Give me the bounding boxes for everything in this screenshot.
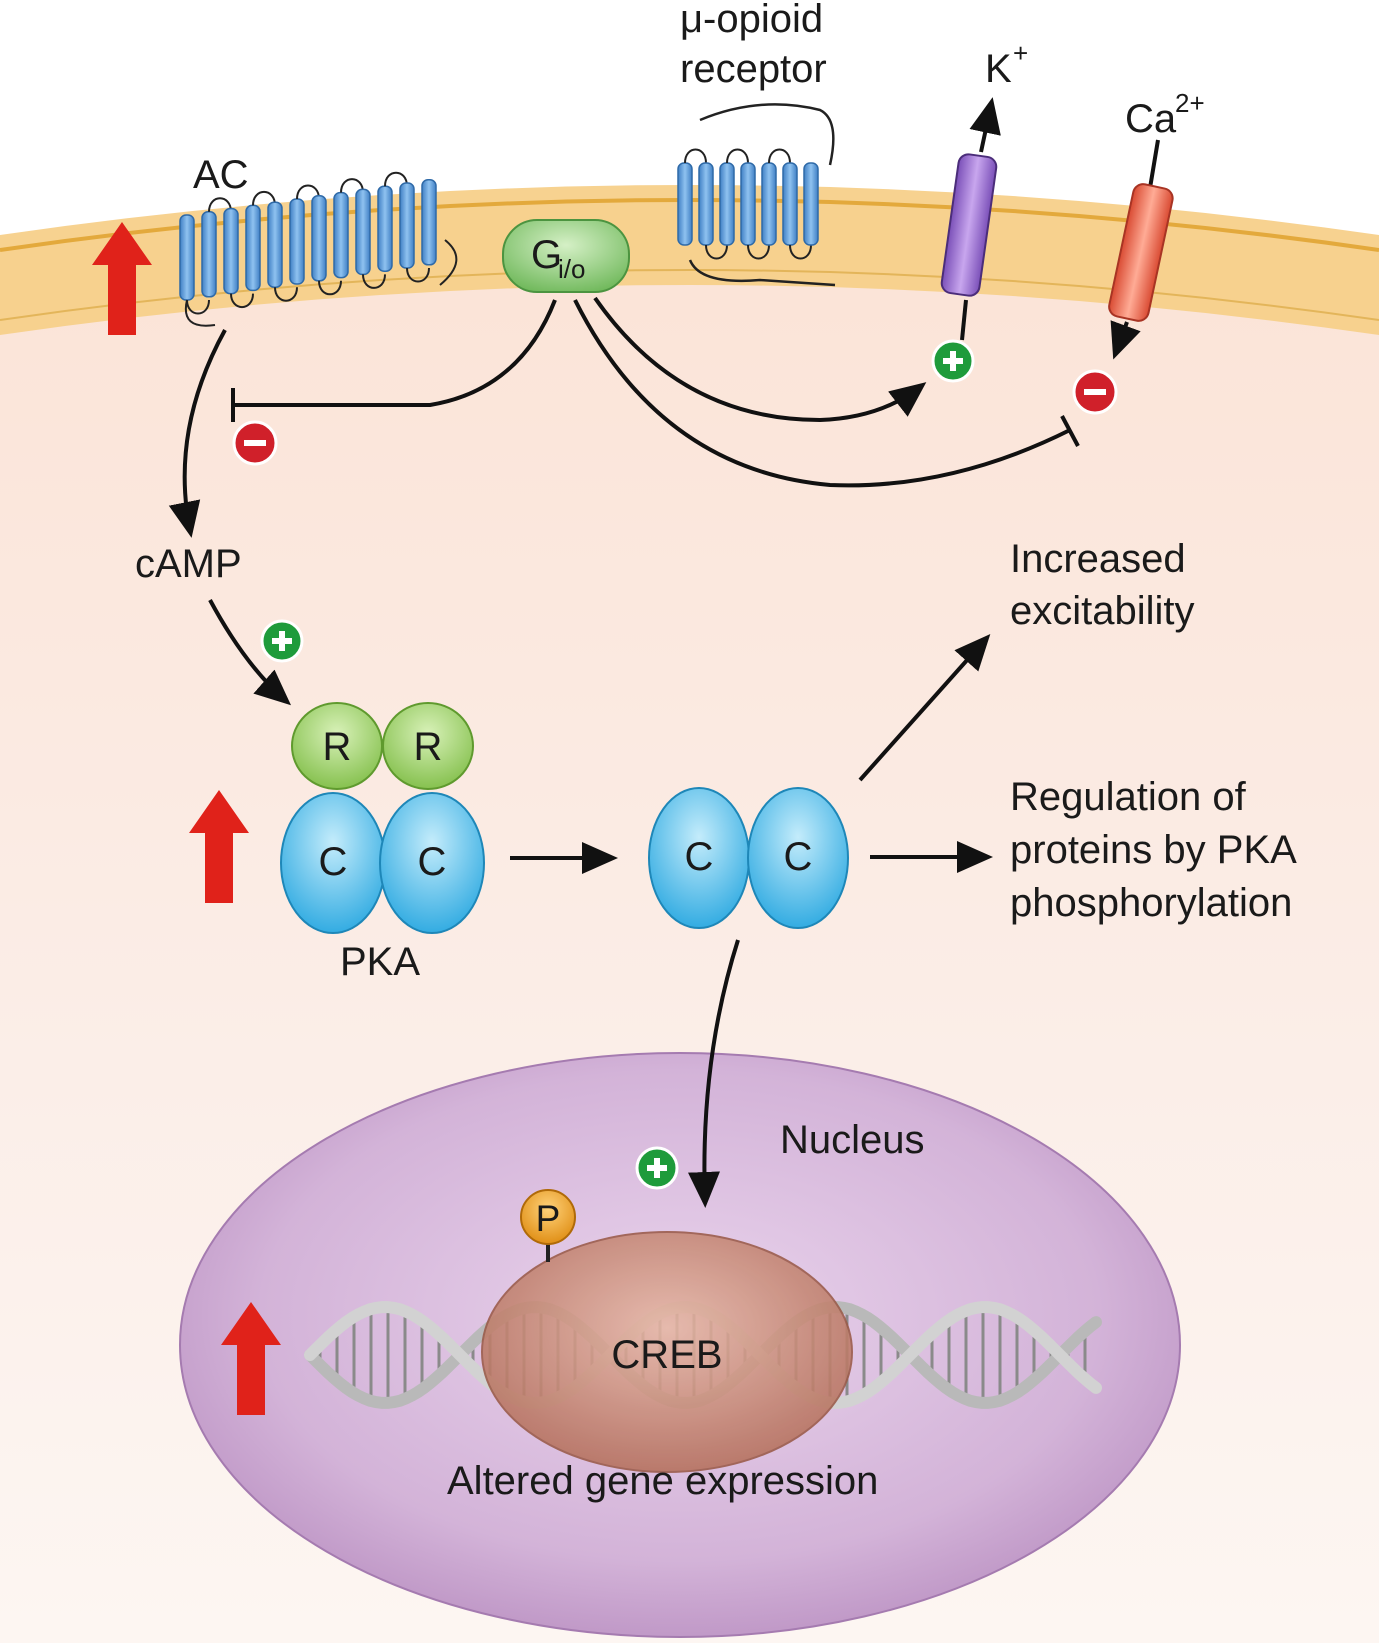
- mu-receptor-helix: [803, 162, 819, 246]
- pka-c-subunit-right: [379, 792, 485, 934]
- mu-receptor-helix: [782, 162, 798, 246]
- creb-protein: CREB: [481, 1231, 853, 1473]
- regulation-label-line1: Regulation of: [1010, 775, 1247, 819]
- ac-helix: [333, 191, 349, 279]
- minus-sign-ca: [1072, 369, 1118, 415]
- ac-helix: [399, 182, 415, 269]
- ca-ion-superscript: 2+: [1175, 88, 1205, 118]
- free-c-subunit-right: [747, 787, 849, 929]
- pka-label: PKA: [340, 940, 420, 984]
- free-c-label-left: C: [685, 835, 714, 879]
- increased-label-line2: excitability: [1010, 589, 1195, 633]
- nucleus-label: Nucleus: [780, 1118, 925, 1162]
- camp-to-pka-arrow: [208, 599, 292, 706]
- up-arrow-pka: [189, 790, 249, 903]
- plus-sign-k: [931, 339, 975, 383]
- phosphate-group: P: [520, 1189, 576, 1262]
- pka-r-subunit-right: [382, 702, 474, 790]
- to-excitability-arrow: [858, 634, 991, 782]
- creb-label: CREB: [611, 1333, 722, 1377]
- mu-receptor-helix: [698, 162, 714, 246]
- pka-r-label-left: R: [323, 725, 352, 769]
- mu-opioid-label-line2: receptor: [680, 47, 827, 91]
- pka-r-label-right: R: [414, 725, 443, 769]
- g-protein: G i/o: [502, 219, 630, 293]
- plus-sign-camp: [260, 619, 304, 663]
- ac-helix: [179, 214, 195, 301]
- regulation-label-line2: proteins by PKA: [1010, 828, 1297, 872]
- ca-channel: [1108, 139, 1174, 360]
- adenylyl-cyclase: [179, 171, 458, 327]
- pka-c-label-left: C: [319, 840, 348, 884]
- g-protein-activates-k: [593, 296, 927, 423]
- ac-helix: [355, 188, 371, 276]
- ac-to-camp-arrow: [168, 329, 227, 538]
- camp-label: cAMP: [135, 542, 242, 586]
- regulation-label-line3: phosphorylation: [1010, 881, 1292, 925]
- g-protein-subscript: i/o: [558, 254, 585, 284]
- ac-helix: [223, 207, 239, 295]
- pka-to-creb-arrow: [688, 939, 740, 1208]
- g-protein-inhibits-ac: [231, 299, 557, 422]
- mu-receptor-helix: [719, 162, 735, 246]
- ac-helix: [267, 201, 283, 288]
- phosphate-label: P: [536, 1198, 561, 1239]
- mu-receptor-helix: [677, 162, 693, 246]
- ac-helix: [377, 185, 393, 272]
- mu-receptor-helix: [740, 162, 756, 246]
- g-protein-label: G: [531, 233, 562, 277]
- k-channel: [940, 97, 1001, 341]
- ac-helix: [245, 204, 261, 292]
- free-catalytic-subunits: C C: [648, 787, 849, 929]
- k-ion-label: K: [985, 47, 1012, 91]
- pka-holoenzyme: R R C C PKA: [280, 702, 485, 984]
- free-c-label-right: C: [784, 835, 813, 879]
- plus-sign-creb: [635, 1146, 679, 1190]
- up-arrow-gene: [221, 1302, 281, 1415]
- ac-helix: [201, 211, 217, 298]
- up-arrow-ac: [92, 222, 152, 335]
- g-protein-inhibits-ca: [573, 299, 1080, 488]
- k-ion-superscript: +: [1013, 38, 1028, 68]
- altered-gene-label: Altered gene expression: [447, 1459, 878, 1503]
- ac-helix: [421, 179, 437, 266]
- ca-ion-label: Ca: [1125, 97, 1177, 141]
- ac-helix: [289, 198, 305, 285]
- ac-helix: [311, 195, 327, 282]
- pka-c-label-right: C: [418, 840, 447, 884]
- mu-receptor-helix: [761, 162, 777, 246]
- minus-sign-ac: [232, 420, 278, 466]
- mu-opioid-label-line1: μ-opioid: [680, 0, 823, 41]
- increased-label-line1: Increased: [1010, 537, 1186, 581]
- mu-opioid-receptor: [677, 103, 836, 287]
- ac-label: AC: [193, 153, 249, 197]
